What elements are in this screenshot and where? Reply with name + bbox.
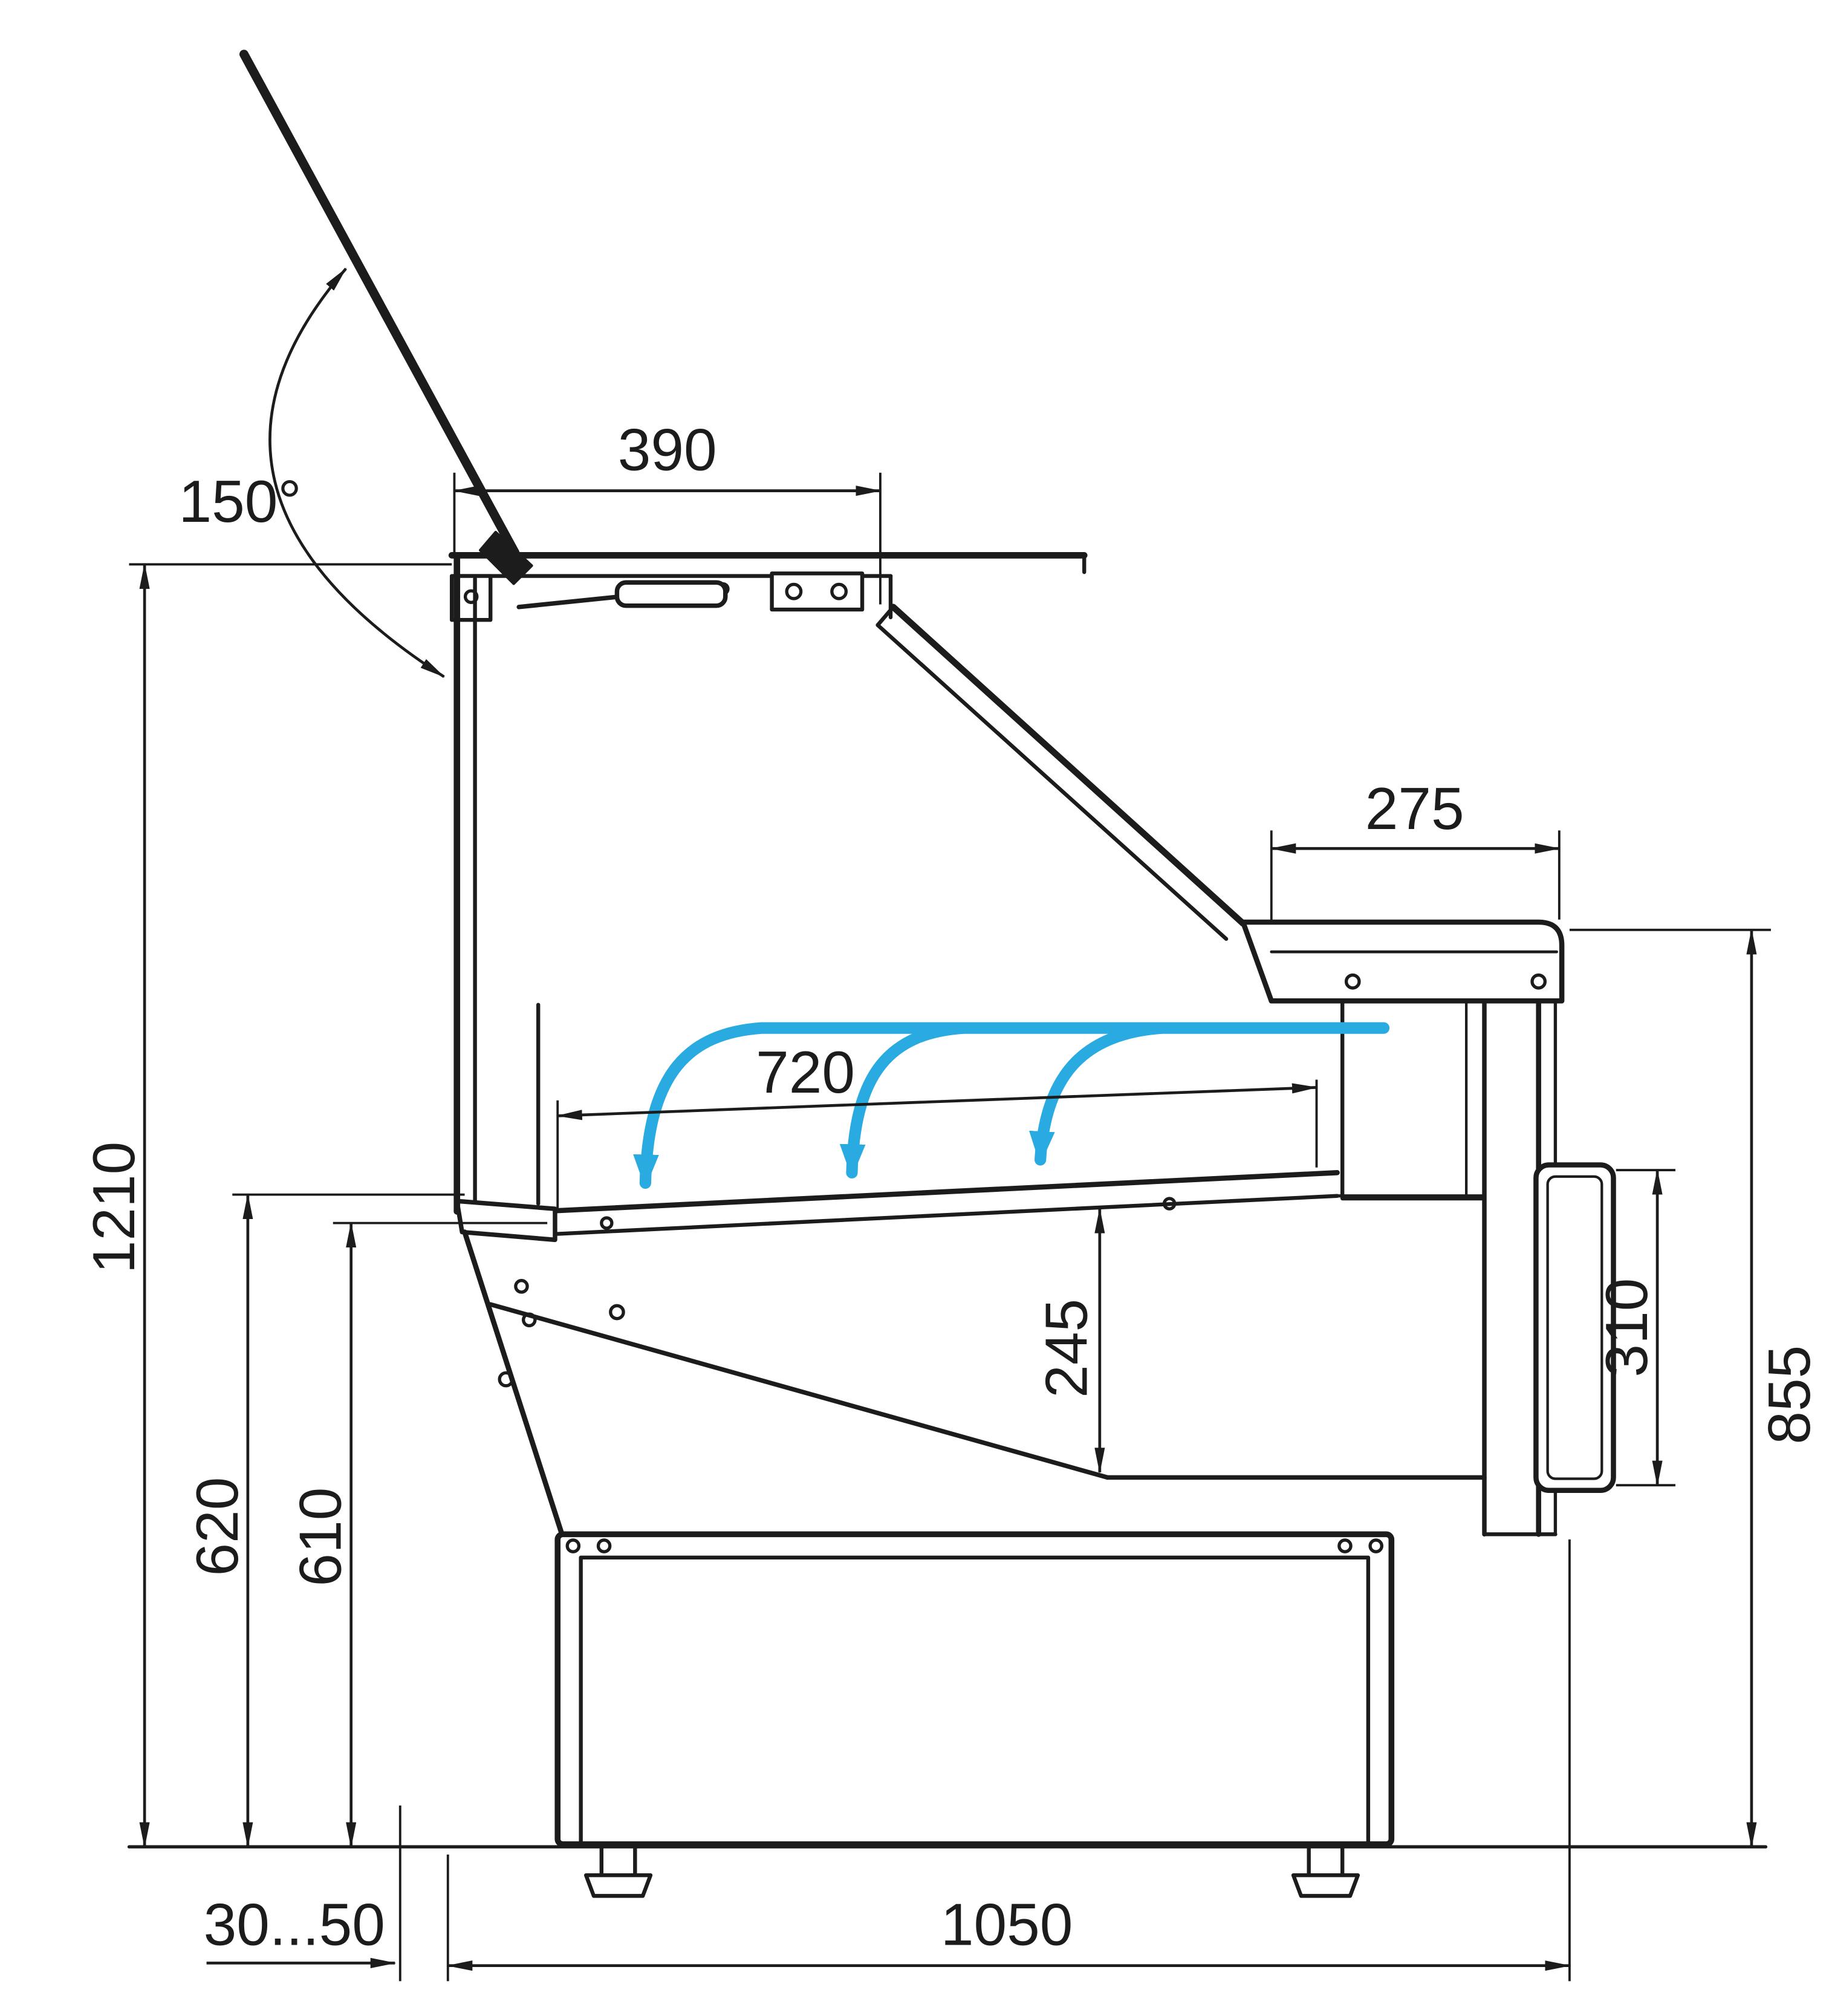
dimension-lid-width: 390 [453, 416, 882, 496]
strut-pivot-right-1 [785, 582, 803, 600]
foot-plate-left [583, 1873, 653, 1898]
dim-lid-width-label: 390 [618, 416, 717, 483]
ledge-screw-1 [1344, 973, 1361, 990]
rear-ledge [1240, 919, 1565, 1004]
well-drain [609, 1304, 625, 1321]
rear-duct-box [1340, 999, 1487, 1201]
rear-slope-outer [889, 603, 1247, 927]
base-box [554, 1531, 1395, 1847]
dimensions: 1210 620 610 390 150° 275 720 24 [80, 267, 1822, 1971]
strut-cylinder [614, 580, 728, 608]
strut-rod [516, 594, 622, 610]
airflow [633, 1022, 1390, 1189]
dim-deck-front-height-label: 610 [287, 1488, 354, 1587]
dimension-overall-height: 1210 [80, 563, 150, 1849]
dim-rear-shelf-depth-label: 275 [1365, 775, 1464, 842]
base-screw-2 [596, 1538, 612, 1553]
airflow-arrow-icon [633, 1022, 1390, 1189]
dim-lid-angle-label: 150° [179, 468, 302, 535]
dimension-deck-front-height: 610 [287, 1221, 357, 1849]
base-box-inner [579, 1555, 1371, 1847]
rear-slope-inner [876, 623, 1229, 941]
dim-deck-depth-label: 720 [756, 1039, 855, 1105]
dimension-rear-shelf-depth: 275 [1270, 775, 1561, 854]
rear-panel [1533, 1162, 1616, 1493]
airflow-arrow-icon [839, 1022, 969, 1179]
foot-stem-right [1307, 1842, 1345, 1878]
dimension-front-glass-height: 620 [184, 1193, 253, 1849]
deck-screw-2 [1162, 1197, 1177, 1211]
dim-well-height-label: 245 [1033, 1299, 1100, 1398]
dimension-well-height: 245 [1033, 1207, 1105, 1474]
dim-rear-top-height-label: 855 [1756, 1345, 1822, 1445]
foot-stem-left [599, 1842, 637, 1878]
rear-slope-cap [876, 605, 895, 627]
dim-base-length-label: 1050 [941, 1891, 1073, 1958]
dimension-lid-angle: 150° [179, 267, 446, 678]
foot-plate-right [1291, 1873, 1360, 1898]
dim-overall-height-label: 1210 [80, 1142, 147, 1274]
deck-top [539, 1170, 1340, 1214]
front-lower-panel [462, 1229, 566, 1540]
panel-fitting [498, 1371, 515, 1388]
deck-nose-trim [454, 1198, 557, 1243]
dimension-deck-depth: 720 [556, 1039, 1318, 1120]
deck-bottom [540, 1194, 1339, 1237]
dim-leg-adjustment-label: 30...50 [204, 1891, 385, 1958]
airflow-arrow-icon [1029, 1022, 1168, 1166]
base-screw-1 [565, 1538, 581, 1553]
strut-pivot-right-2 [830, 582, 848, 600]
well-bottom-slope [488, 1302, 1110, 1480]
panel-screw-1 [514, 1278, 529, 1294]
strut-bracket-right [770, 571, 865, 612]
base-screw-3 [1337, 1538, 1353, 1553]
dim-rear-opening-height-label: 310 [1593, 1278, 1660, 1377]
dim-front-glass-height-label: 620 [184, 1477, 250, 1576]
deck-screw-1 [600, 1216, 614, 1230]
dimension-base-length: 1050 [446, 1891, 1571, 1971]
base-screw-4 [1368, 1538, 1383, 1553]
ledge-screw-2 [1530, 973, 1547, 990]
dimension-leg-adjustment: 30...50 [204, 1891, 397, 1968]
rear-panel-inner [1546, 1175, 1603, 1480]
counter-body [127, 50, 1768, 1898]
dimension-rear-opening-height: 310 [1593, 1168, 1663, 1487]
dimension-rear-top-height: 855 [1746, 928, 1822, 1849]
